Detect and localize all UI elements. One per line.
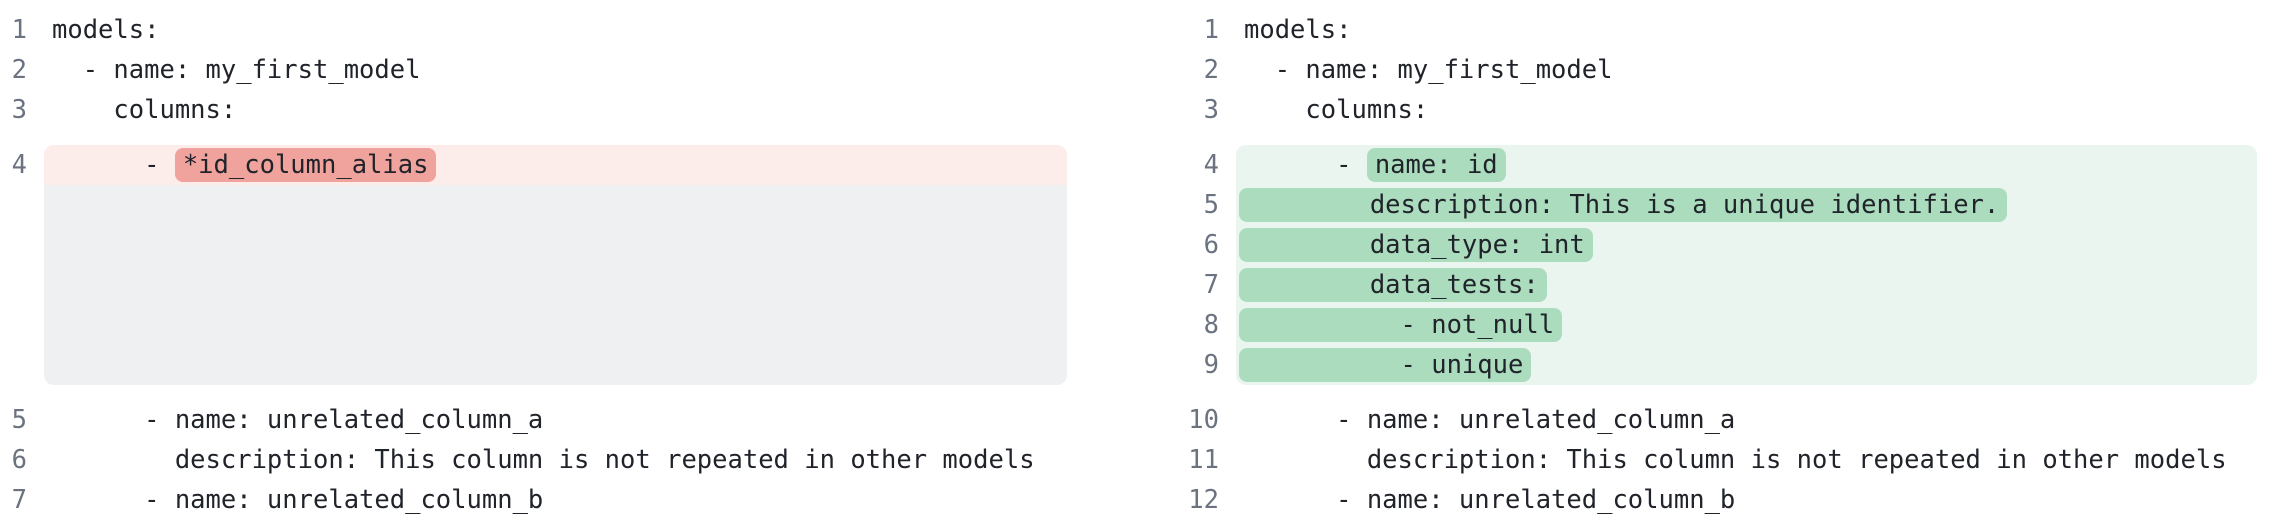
line-number: 10 <box>1188 405 1219 435</box>
unchanged-prefix: - <box>1244 150 1367 180</box>
collapsed-alignment-spacer <box>8 185 1067 385</box>
line-number: 6 <box>11 445 27 475</box>
code-text: - name: unrelated_column_a <box>1244 405 1736 435</box>
added-token: description: This is a unique identifier… <box>1239 188 2008 222</box>
code-text: - name: unrelated_column_b <box>1244 485 1736 515</box>
code-text: columns: <box>1244 95 1429 125</box>
code-text: columns: <box>52 95 237 125</box>
added-token: - not_null <box>1239 308 1563 342</box>
added-code-line: 4 - name: id <box>1166 145 2257 185</box>
code-text: - name: id <box>1236 145 2257 185</box>
line-number: 7 <box>11 485 27 515</box>
added-token: - unique <box>1239 348 1532 382</box>
code-text: data_tests: <box>1236 265 2257 305</box>
code-text: - not_null <box>1236 305 2257 345</box>
code-line: 11 description: This column is not repea… <box>1166 440 2257 480</box>
code-line: 5 - name: unrelated_column_a <box>8 400 1067 440</box>
line-number: 4 <box>1203 150 1219 180</box>
code-text: - *id_column_alias <box>44 145 1067 185</box>
line-number: 7 <box>1203 270 1219 300</box>
code-text: - name: unrelated_column_b <box>52 485 544 515</box>
line-number: 12 <box>1188 485 1219 515</box>
line-number: 11 <box>1188 445 1219 475</box>
added-code-line: 5 description: This is a unique identifi… <box>1166 185 2257 225</box>
removed-change-block: 4 - *id_column_alias <box>8 145 1067 385</box>
removed-token: *id_column_alias <box>174 148 437 182</box>
line-number: 3 <box>11 95 27 125</box>
line-number: 6 <box>1203 230 1219 260</box>
code-line: 7 - name: unrelated_column_b <box>8 480 1067 520</box>
line-number: 2 <box>1203 55 1219 85</box>
line-number: 5 <box>11 405 27 435</box>
line-number: 1 <box>1203 15 1219 45</box>
added-token: name: id <box>1366 148 1506 182</box>
code-text: description: This column is not repeated… <box>1244 445 2227 475</box>
code-line: 2 - name: my_first_model <box>1166 50 2257 90</box>
added-code-line: 9 - unique <box>1166 345 2257 385</box>
line-number: 1 <box>11 15 27 45</box>
code-text: - name: my_first_model <box>1244 55 1613 85</box>
code-text: - name: unrelated_column_a <box>52 405 544 435</box>
line-number: 9 <box>1203 350 1219 380</box>
unchanged-prefix: - <box>52 150 175 180</box>
code-line: 12 - name: unrelated_column_b <box>1166 480 2257 520</box>
code-text: - unique <box>1236 345 2257 385</box>
spacer-fill <box>44 185 1067 385</box>
code-text: data_type: int <box>1236 225 2257 265</box>
code-line: 1 models: <box>1166 10 2257 50</box>
line-number-empty <box>8 185 27 385</box>
line-number: 4 <box>11 150 27 180</box>
added-code-line: 7 data_tests: <box>1166 265 2257 305</box>
added-token: data_tests: <box>1239 268 1547 302</box>
line-number: 5 <box>1203 190 1219 220</box>
added-code-line: 6 data_type: int <box>1166 225 2257 265</box>
code-line: 2 - name: my_first_model <box>8 50 1067 90</box>
code-line: 6 description: This column is not repeat… <box>8 440 1067 480</box>
line-number: 2 <box>11 55 27 85</box>
code-text: description: This column is not repeated… <box>52 445 1035 475</box>
code-text: models: <box>1244 15 1352 45</box>
code-line: 3 columns: <box>8 90 1067 130</box>
added-token: data_type: int <box>1239 228 1593 262</box>
added-code-line: 8 - not_null <box>1166 305 2257 345</box>
line-number: 8 <box>1203 310 1219 340</box>
code-line: 1 models: <box>8 10 1067 50</box>
code-text: - name: my_first_model <box>52 55 421 85</box>
removed-code-line: 4 - *id_column_alias <box>8 145 1067 185</box>
code-line: 3 columns: <box>1166 90 2257 130</box>
code-text: description: This is a unique identifier… <box>1236 185 2257 225</box>
line-number: 3 <box>1203 95 1219 125</box>
code-text: models: <box>52 15 160 45</box>
code-line: 10 - name: unrelated_column_a <box>1166 400 2257 440</box>
